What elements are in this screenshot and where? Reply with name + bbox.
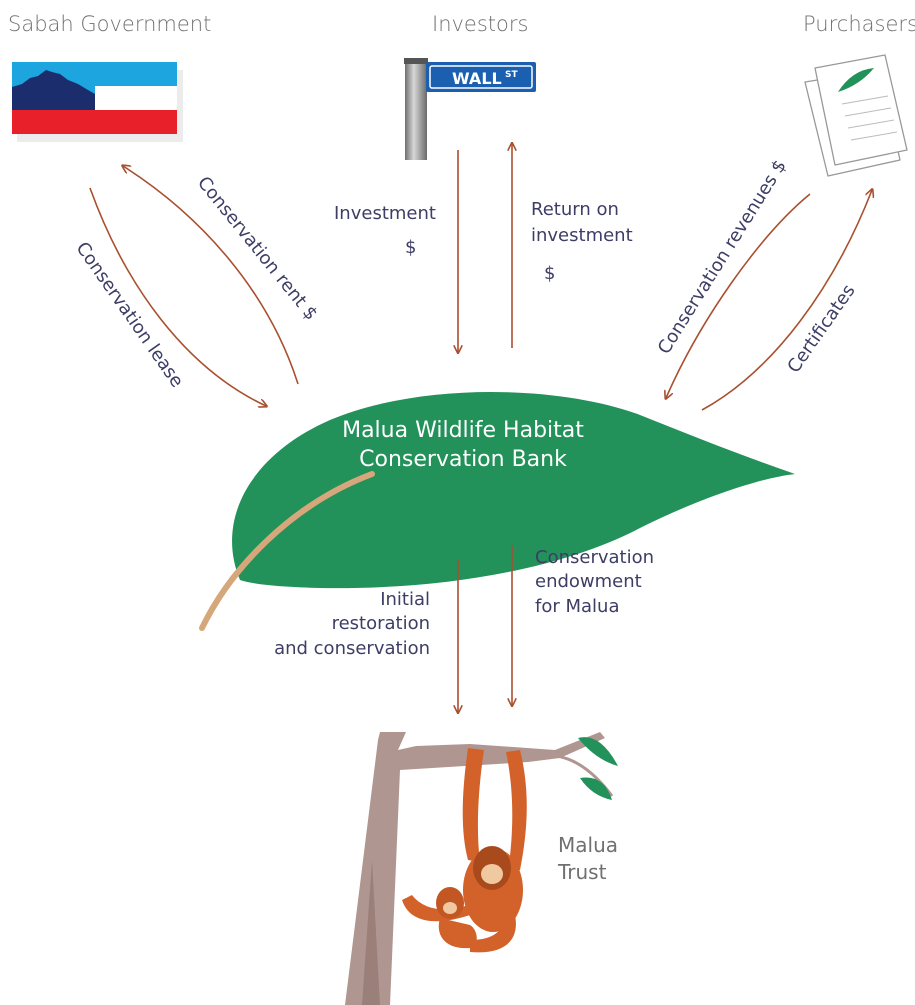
return-symbol: $: [544, 262, 555, 286]
endowment-line1: Conservation: [535, 546, 654, 570]
investment-label: Investment: [334, 202, 436, 226]
bank-title: Malua Wildlife Habitat Conservation Bank: [338, 416, 588, 474]
bank-title-line2: Conservation Bank: [338, 445, 588, 474]
trust-line2: Trust: [558, 859, 618, 886]
wall-sign-superscript: ST: [505, 70, 518, 80]
bank-title-line1: Malua Wildlife Habitat: [338, 416, 588, 445]
sabah-government-heading: Sabah Government: [8, 12, 211, 36]
conservation-lease-label: Conservation lease: [71, 238, 187, 391]
wall-street-sign-icon: WALL ST: [404, 58, 536, 160]
trust-line1: Malua: [558, 832, 618, 859]
return-label-line2: investment: [531, 224, 633, 248]
initial-line2: restoration: [255, 612, 430, 636]
endowment-line2: endowment: [535, 570, 654, 594]
investors-heading: Investors: [432, 12, 528, 36]
initial-restoration-label: Initial restoration and conservation: [255, 588, 430, 661]
endowment-line3: for Malua: [535, 595, 654, 619]
wall-sign-text: WALL: [452, 69, 502, 88]
return-label-line1: Return on: [531, 198, 619, 222]
malua-trust-label: Malua Trust: [558, 832, 618, 886]
purchasers-heading: Purchasers: [803, 12, 915, 36]
conservation-revenues-label: Conservation revenues $: [654, 156, 791, 358]
initial-line1: Initial: [255, 588, 430, 612]
certificates-document-icon: [805, 55, 907, 176]
investment-symbol: $: [405, 236, 416, 260]
conservation-rent-label: Conservation rent $: [193, 173, 322, 325]
endowment-label: Conservation endowment for Malua: [535, 546, 654, 619]
initial-line3: and conservation: [255, 637, 430, 661]
sabah-flag-icon: [12, 62, 183, 142]
